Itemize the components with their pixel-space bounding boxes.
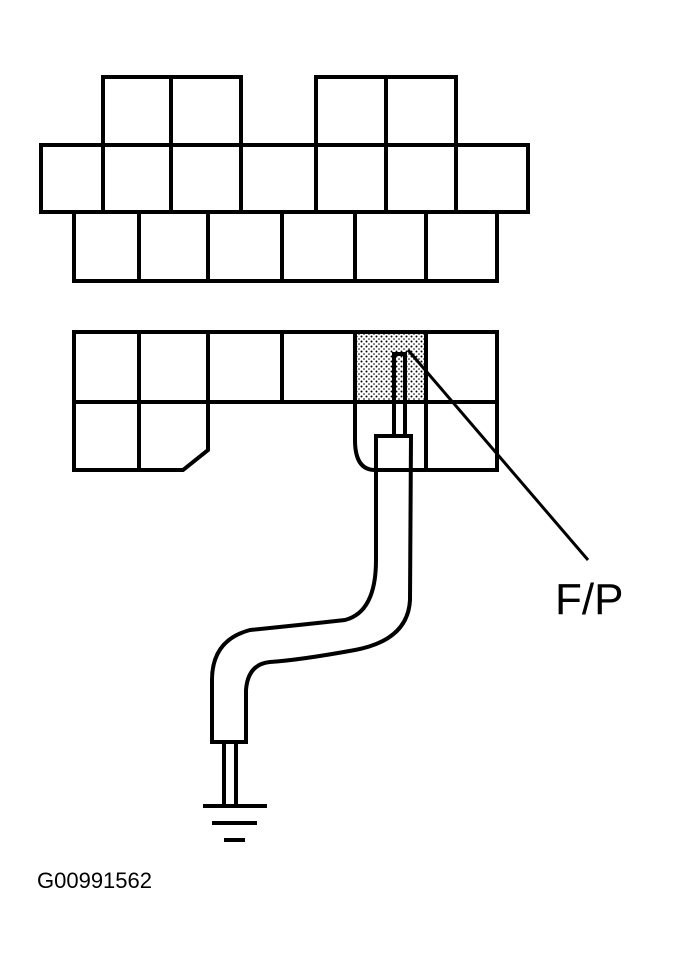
lower-left-block — [72, 402, 210, 472]
upper-bottom-row — [72, 210, 499, 283]
upper-cavity — [314, 75, 388, 147]
upper-cavity — [384, 75, 458, 147]
upper-connector — [39, 75, 530, 283]
upper-cavity — [101, 75, 173, 147]
jumper-wire — [210, 352, 414, 806]
fp-callout-label: F/P — [555, 575, 623, 624]
lower-connector — [72, 330, 499, 472]
fp-terminal-highlight — [357, 334, 426, 402]
figure-id: G00991562 — [37, 868, 152, 893]
upper-cavity — [169, 75, 243, 147]
callout-leader-line — [406, 349, 590, 561]
ground-icon — [203, 804, 267, 842]
lower-top-row — [72, 330, 499, 404]
